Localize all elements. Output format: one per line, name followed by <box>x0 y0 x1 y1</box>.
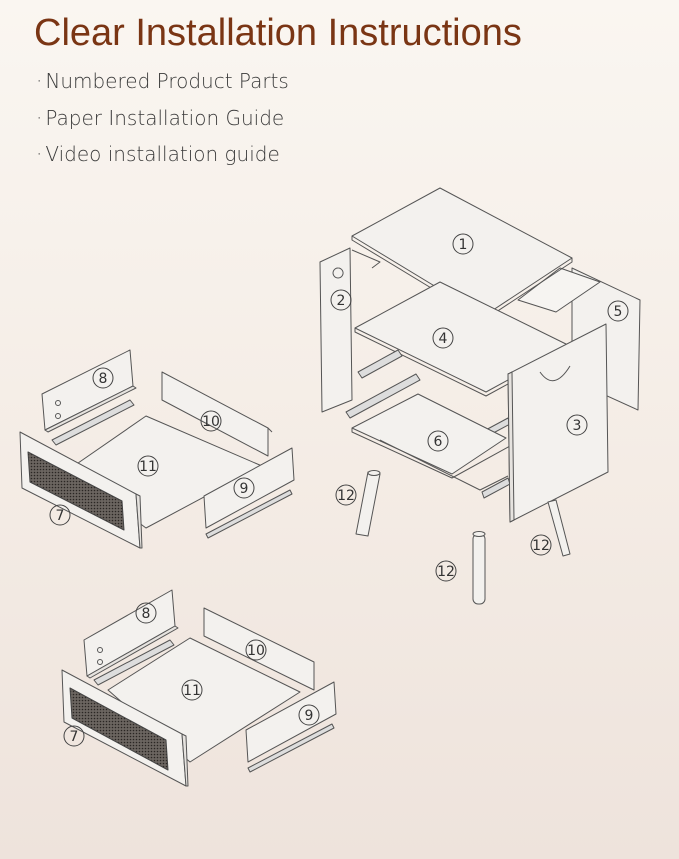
part-drawer-side <box>203 447 295 529</box>
part-leg <box>547 499 571 557</box>
part-label-11: 11 <box>137 455 159 477</box>
part-label-6: 6 <box>427 430 449 452</box>
svg-text:8: 8 <box>99 371 108 387</box>
svg-text:7: 7 <box>56 508 65 524</box>
svg-text:11: 11 <box>139 459 157 475</box>
feature-item: ·Numbered Product Parts <box>36 69 289 93</box>
part-label-5: 5 <box>607 300 629 322</box>
nightstand-exploded-view <box>319 187 641 605</box>
part-label-12: 12 <box>335 484 357 506</box>
part-drawer-side <box>245 681 337 763</box>
svg-text:12: 12 <box>437 564 455 580</box>
svg-text:12: 12 <box>532 538 550 554</box>
part-label-11: 11 <box>181 679 203 701</box>
svg-text:9: 9 <box>240 481 249 497</box>
part-label-3: 3 <box>566 414 588 436</box>
svg-text:10: 10 <box>202 414 220 430</box>
part-drawer-side <box>161 371 269 457</box>
svg-text:12: 12 <box>337 488 355 504</box>
drawer-exploded-view-b <box>61 589 337 787</box>
feature-list: ·Numbered Product Parts ·Paper Installat… <box>36 68 289 178</box>
svg-text:5: 5 <box>614 304 623 320</box>
part-drawer-side <box>203 607 315 691</box>
part-left-side-panel <box>319 247 353 413</box>
svg-text:1: 1 <box>459 237 468 253</box>
part-leg <box>355 470 381 537</box>
svg-text:8: 8 <box>142 606 151 622</box>
part-bottom-panel <box>351 393 507 475</box>
part-label-9: 9 <box>298 704 320 726</box>
part-leg <box>472 531 486 605</box>
part-label-9: 9 <box>233 477 255 499</box>
part-label-7: 7 <box>63 725 85 747</box>
part-label-7: 7 <box>49 504 71 526</box>
svg-text:6: 6 <box>434 434 443 450</box>
part-label-2: 2 <box>330 289 352 311</box>
feature-item: ·Video installation guide <box>36 142 280 166</box>
svg-text:4: 4 <box>439 331 448 347</box>
drawer-exploded-view-a <box>19 349 295 549</box>
part-label-8: 8 <box>92 367 114 389</box>
part-label-4: 4 <box>432 327 454 349</box>
page-title: Clear Installation Instructions <box>34 12 522 54</box>
svg-text:2: 2 <box>337 293 346 309</box>
part-label-12: 12 <box>530 534 552 556</box>
svg-text:10: 10 <box>247 643 265 659</box>
part-label-8: 8 <box>135 602 157 624</box>
part-drawer-back <box>41 349 134 431</box>
svg-text:9: 9 <box>305 708 314 724</box>
part-label-10: 10 <box>200 410 222 432</box>
part-label-10: 10 <box>245 639 267 661</box>
feature-item: ·Paper Installation Guide <box>36 105 285 130</box>
part-label-12: 12 <box>435 560 457 582</box>
svg-text:3: 3 <box>573 418 582 434</box>
svg-text:7: 7 <box>70 729 79 745</box>
part-label-1: 1 <box>452 233 474 255</box>
svg-text:11: 11 <box>183 683 201 699</box>
